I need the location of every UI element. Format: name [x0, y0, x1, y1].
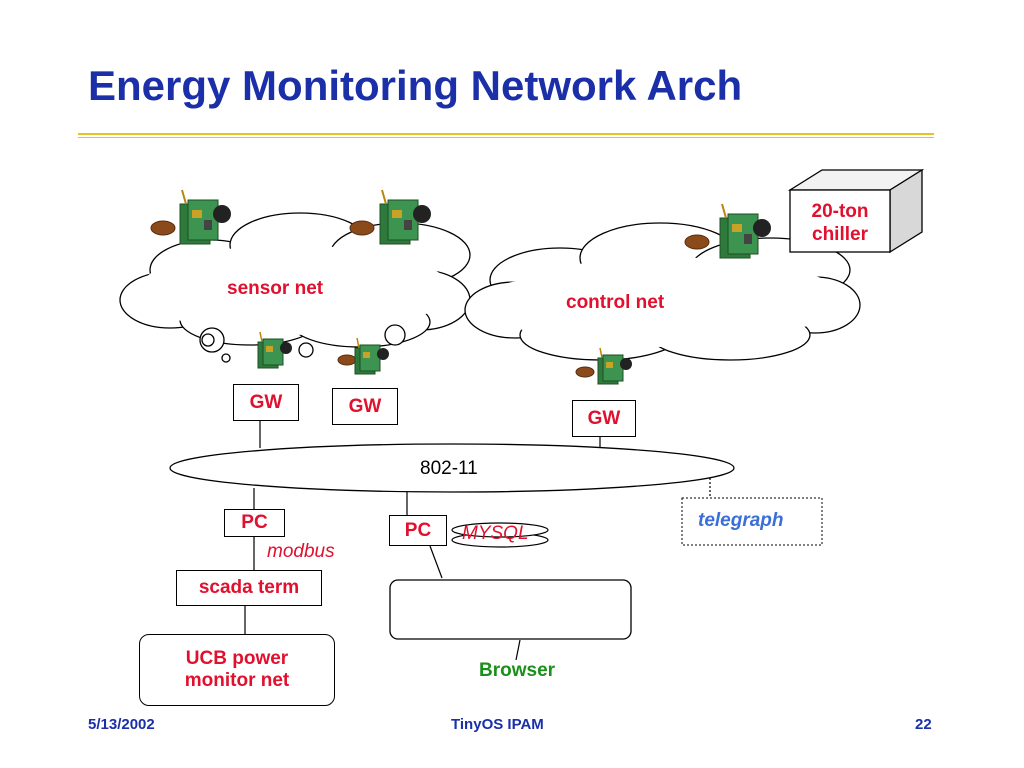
gateway-box-1: GW — [233, 384, 299, 421]
ucb-label-line-2: monitor net — [184, 670, 290, 691]
browser-label: Browser — [479, 660, 556, 681]
gateway-box-2: GW — [332, 388, 398, 425]
mysql-label: MYSQL — [462, 523, 529, 544]
page-number: 22 — [915, 716, 932, 733]
footer-center: TinyOS IPAM — [451, 716, 544, 733]
control-net-label: control net — [566, 292, 665, 313]
ucb-power-monitor-box: UCB power monitor net — [139, 634, 335, 706]
title-rule — [78, 133, 934, 135]
thought-bubbles — [199, 324, 406, 363]
sensor-net-label: sensor net — [227, 278, 324, 299]
browser-window — [389, 579, 632, 640]
pc-box-1: PC — [224, 509, 285, 537]
coins — [150, 220, 710, 378]
mote-1 — [179, 189, 232, 245]
gateway-box-3: GW — [572, 400, 636, 437]
connector-lines — [244, 421, 711, 661]
chiller-label: 20-ton chiller — [790, 201, 890, 247]
telegraph-label: telegraph — [698, 510, 784, 531]
ucb-label-line-1: UCB power — [185, 648, 289, 670]
backbone-label: 802-11 — [420, 458, 478, 479]
mysql-cylinder — [451, 522, 549, 548]
title-rule-thin — [78, 137, 934, 138]
chiller-box — [787, 168, 925, 254]
chiller-label-line-2: chiller — [812, 223, 868, 245]
scada-term-box: scada term — [176, 570, 322, 606]
backbone-ellipse — [169, 443, 735, 493]
pc-box-2: PC — [389, 515, 447, 546]
chiller-label-line-1: 20-ton — [811, 201, 869, 222]
slide-title: Energy Monitoring Network Arch — [88, 62, 743, 109]
modbus-label: modbus — [267, 541, 335, 562]
telegraph-box — [681, 497, 823, 546]
footer-date: 5/13/2002 — [88, 716, 155, 733]
